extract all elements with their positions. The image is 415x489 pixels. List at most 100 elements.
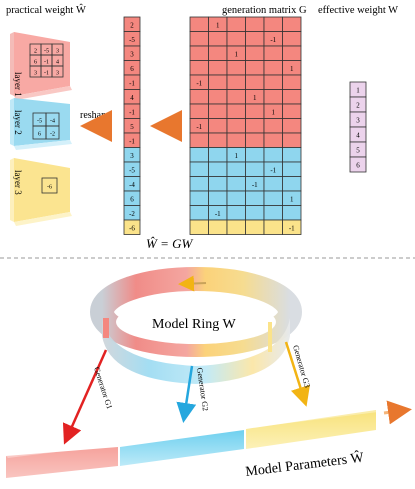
layer-1-cell: 4 — [56, 60, 59, 66]
g-matrix-cell-box — [226, 89, 246, 105]
generator-3-arrow — [284, 341, 311, 407]
g-matrix-cell-box — [189, 89, 209, 105]
g-matrix-cell: -1 — [196, 123, 202, 131]
g-matrix-cell-box — [282, 176, 302, 192]
practical-weight-vector: 2-536-14-15-13-5-46-2-6 — [123, 16, 141, 235]
vector-cell: -5 — [129, 166, 135, 174]
layer-3-cell-box — [41, 177, 58, 194]
g-matrix-cell: 1 — [235, 50, 239, 58]
layer-1-slab — [10, 32, 72, 100]
g-matrix-cell-box — [282, 16, 302, 32]
g-matrix-cell-box — [263, 118, 283, 134]
g-matrix-cell: 1 — [290, 65, 294, 73]
generator-2-arrow — [176, 365, 197, 423]
effective-weight-cell: 4 — [356, 132, 360, 140]
g-matrix-cell-box — [226, 161, 246, 177]
effective-weight-cell-box — [349, 156, 367, 173]
layer-1-cell: -1 — [44, 60, 49, 66]
g-matrix-cell-box — [189, 147, 209, 163]
g-matrix-cell: 1 — [272, 108, 276, 116]
layer-1-cell-box — [51, 65, 64, 78]
generation-matrix: 1-111-111-11-1-11-1-1 — [189, 16, 302, 235]
layer-1-cell: 6 — [34, 60, 37, 66]
g-matrix-cell-box — [208, 147, 228, 163]
g-matrix-cell-box — [245, 103, 265, 119]
g-matrix-cell-box — [189, 60, 209, 76]
g-matrix-cell-box — [245, 219, 265, 235]
g-matrix-cell: -1 — [270, 36, 276, 44]
layer-2-cell-box — [45, 125, 60, 140]
vector-cell: -1 — [129, 137, 135, 145]
g-matrix-cell-box — [208, 45, 228, 61]
g-matrix-cell-box — [245, 16, 265, 32]
effective-weight-cell: 3 — [356, 117, 360, 125]
g-matrix-cell-box — [208, 190, 228, 206]
g-matrix-cell-box — [263, 89, 283, 105]
effective-weight-cell: 5 — [356, 147, 360, 155]
g-matrix-cell-box — [263, 132, 283, 148]
equation: Ŵ = GW — [146, 236, 193, 251]
g-matrix-cell-box — [282, 219, 302, 235]
g-matrix-cell: -1 — [196, 79, 202, 87]
layer-2-cell: -4 — [50, 119, 55, 125]
vector-cell: 2 — [130, 21, 134, 29]
vector-cell: 4 — [130, 94, 134, 102]
vector-cell: -5 — [129, 36, 135, 44]
g-matrix-cell-box — [226, 103, 246, 119]
layer-3-label: layer 3 — [13, 170, 23, 195]
g-matrix-cell-box — [263, 219, 283, 235]
g-matrix-cell-box — [208, 118, 228, 134]
effective-weight-cell: 1 — [356, 87, 360, 95]
g-matrix-cell-box — [282, 132, 302, 148]
g-matrix-cell-box — [208, 161, 228, 177]
generation-matrix-title: generation matrix G — [222, 5, 307, 16]
g-matrix-cell-box — [245, 190, 265, 206]
g-matrix-cell-box — [226, 118, 246, 134]
vector-cell: 6 — [130, 65, 134, 73]
g-matrix-cell-box — [282, 74, 302, 90]
g-matrix-cell-box — [245, 118, 265, 134]
g-matrix-cell-box — [282, 45, 302, 61]
effective-weight-cell: 6 — [356, 162, 360, 170]
g-matrix-cell-box — [282, 161, 302, 177]
vector-cell: -4 — [129, 181, 135, 189]
g-matrix-cell: -1 — [252, 181, 258, 189]
layer-3-cell: -6 — [47, 185, 52, 191]
g-matrix-cell-box — [245, 132, 265, 148]
g-matrix-cell-box — [208, 219, 228, 235]
g-matrix-cell-box — [226, 190, 246, 206]
vector-cell: 3 — [130, 152, 134, 160]
g-matrix-cell-box — [263, 74, 283, 90]
reshape-label: reshape — [80, 110, 111, 121]
layer-2-cell: -5 — [37, 119, 42, 125]
g-matrix-cell-box — [208, 132, 228, 148]
g-matrix-cell-box — [263, 45, 283, 61]
g-matrix-cell-box — [282, 147, 302, 163]
g-matrix-cell: -1 — [215, 210, 221, 218]
layer-1-cell: -1 — [44, 71, 49, 77]
g-matrix-cell-box — [245, 60, 265, 76]
layer-2-slab — [10, 98, 72, 150]
g-matrix-cell-box — [189, 103, 209, 119]
vector-cell: -1 — [129, 79, 135, 87]
g-matrix-cell-box — [245, 205, 265, 221]
g-matrix-cell-box — [226, 205, 246, 221]
g-matrix-cell-box — [245, 161, 265, 177]
g-matrix-cell-box — [226, 219, 246, 235]
vector-cell: -2 — [129, 210, 135, 218]
effective-weight-cell: 2 — [356, 102, 360, 110]
g-matrix-cell-box — [263, 147, 283, 163]
vector-cell-box — [123, 219, 141, 235]
g-matrix-cell-box — [189, 161, 209, 177]
g-matrix-cell: 1 — [235, 152, 239, 160]
g-matrix-cell-box — [208, 74, 228, 90]
layer-1-cell: 2 — [34, 49, 37, 55]
g-matrix-cell-box — [282, 31, 302, 47]
g-matrix-cell-box — [189, 205, 209, 221]
g-matrix-cell-box — [263, 205, 283, 221]
g-matrix-cell-box — [245, 45, 265, 61]
effective-weight-title: effective weight W — [318, 5, 398, 16]
layer-2-cell: 6 — [38, 132, 41, 138]
